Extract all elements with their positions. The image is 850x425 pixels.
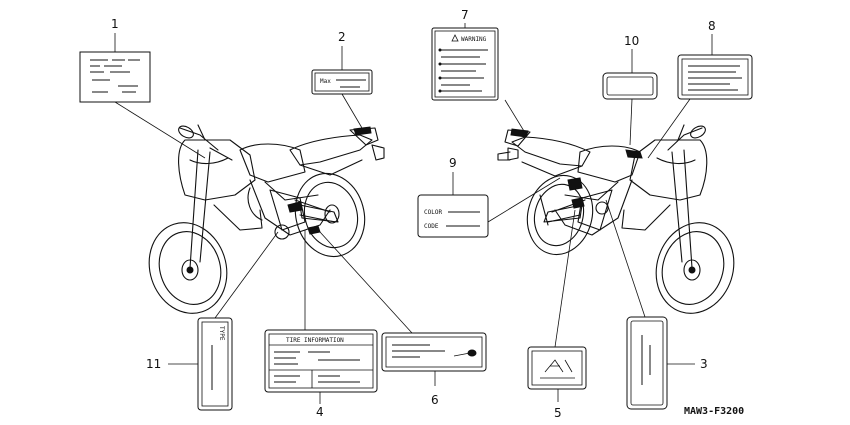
label-1-drawing [79, 51, 151, 103]
label-3-drawing [626, 316, 668, 410]
leader-line-8 [647, 98, 691, 159]
motorcycle-right-view [497, 124, 735, 314]
label-11-type-text: TYPE [218, 326, 225, 341]
label-10-drawing [602, 72, 658, 100]
callout-1: 1 [111, 17, 119, 31]
label-9-code-text: CODE [424, 223, 439, 230]
label-9-drawing: COLOR CODE [417, 194, 489, 238]
diagram-code: MAW3-F3200 [684, 406, 744, 417]
label-6-drawing [381, 332, 487, 372]
label-5-drawing [527, 346, 587, 390]
callout-8: 8 [708, 19, 716, 33]
callout-9: 9 [449, 156, 457, 170]
label-9-color-text: COLOR [424, 209, 442, 216]
leader-line-9 [487, 177, 561, 223]
label-7-drawing: WARNING [431, 27, 499, 101]
callout-5: 5 [554, 406, 562, 420]
leader-line-10 [629, 98, 633, 146]
leader-line-1 [114, 101, 206, 159]
leader-line-6 [319, 231, 413, 334]
leader-line-5 [554, 209, 576, 348]
leader-line-7 [504, 99, 528, 137]
callout-11: 11 [146, 357, 161, 371]
label-11-drawing: TYPE [197, 317, 233, 411]
callout-10: 10 [624, 34, 639, 48]
label-8-drawing [677, 54, 753, 100]
label-2-max-text: Max [320, 78, 331, 85]
leader-line-11 [214, 231, 279, 319]
label-4-drawing: TIRE INFORMATION [264, 329, 378, 393]
motorcycle-left-view [148, 124, 385, 314]
callout-7: 7 [461, 8, 469, 22]
callout-6: 6 [431, 393, 439, 407]
leader-line-3 [605, 199, 646, 318]
label-2-drawing: Max [311, 69, 373, 95]
callout-4: 4 [316, 405, 324, 419]
label-7-warning-text: WARNING [461, 36, 487, 43]
leader-line-2 [341, 93, 363, 129]
callout-2: 2 [338, 30, 346, 44]
callout-3: 3 [700, 357, 708, 371]
label-4-tire-info-text: TIRE INFORMATION [286, 337, 344, 344]
